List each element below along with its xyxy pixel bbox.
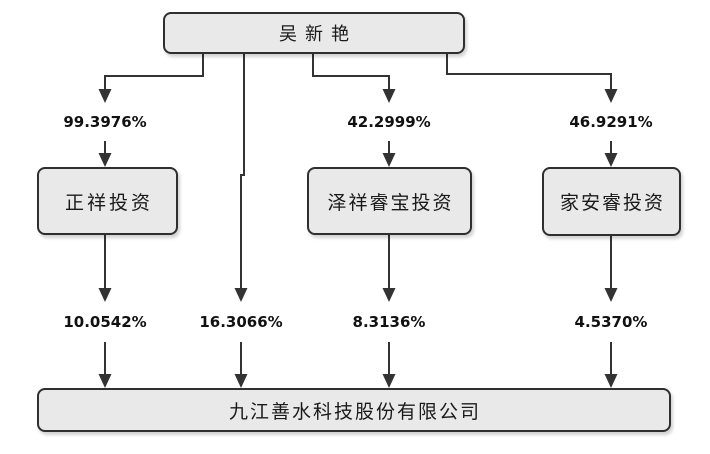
connector-top-to-mid2 [312, 54, 396, 103]
connector-col1-to-bottom [98, 342, 112, 388]
connector-col2-to-bottom [234, 342, 248, 388]
connector-label-to-mid1 [98, 141, 112, 167]
arrowhead [604, 288, 618, 302]
arrowhead [604, 153, 618, 167]
arrowhead [382, 288, 396, 302]
connector-label-to-mid3 [604, 141, 618, 167]
node-company: 九江善水科技股份有限公司 [37, 388, 671, 432]
arrowhead [98, 374, 112, 388]
connector-mid2-down [382, 235, 396, 302]
node-jiaanrui-investment: 家安睿投资 [542, 167, 681, 236]
connector-top-to-mid1 [98, 54, 204, 103]
arrowhead [234, 374, 248, 388]
connector-col3-to-bottom [382, 342, 396, 388]
arrowhead [604, 89, 618, 103]
arrowhead [382, 374, 396, 388]
connector-mid1-down [98, 235, 112, 302]
connector-col4-to-bottom [604, 342, 618, 388]
ownership-label-top-to-bottom: 16.3066% [199, 313, 283, 331]
connector-top-to-mid3 [446, 54, 618, 103]
node-top-shareholder: 吴新艳 [163, 12, 465, 54]
arrowhead [98, 89, 112, 103]
node-zexiangruibao-investment: 泽祥睿宝投资 [307, 167, 472, 235]
ownership-label-top-to-mid1: 99.3976% [63, 113, 147, 131]
ownership-label-top-to-mid3: 46.9291% [569, 113, 653, 131]
arrowhead [382, 153, 396, 167]
connector-mid3-down [604, 236, 618, 302]
arrowhead [98, 153, 112, 167]
ownership-label-mid1-to-bottom: 10.0542% [63, 313, 147, 331]
ownership-label-top-to-mid2: 42.2999% [347, 113, 431, 131]
connector-label-to-mid2 [382, 141, 396, 167]
ownership-label-mid3-to-bottom: 4.5370% [574, 313, 648, 331]
ownership-label-mid2-to-bottom: 8.3136% [352, 313, 426, 331]
arrowhead [234, 288, 248, 302]
arrowhead [382, 89, 396, 103]
node-zhengxiang-investment: 正祥投资 [37, 167, 178, 235]
arrowhead [98, 288, 112, 302]
arrowhead [604, 374, 618, 388]
connector-top-to-bottom [234, 54, 248, 302]
